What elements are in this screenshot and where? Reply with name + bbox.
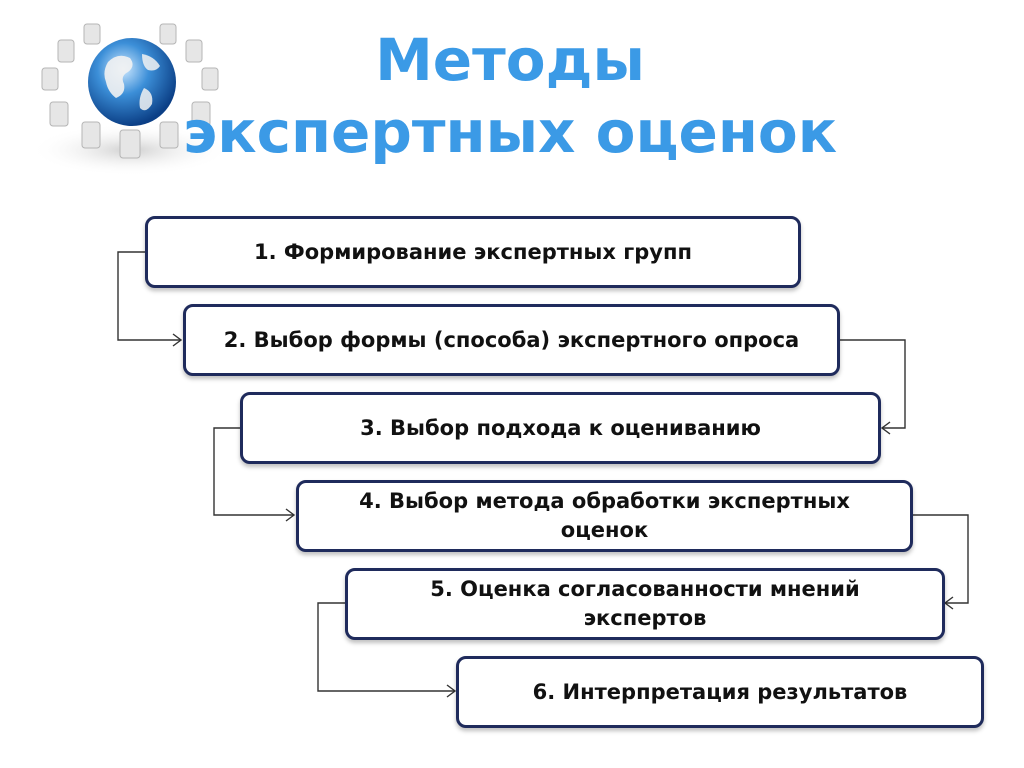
step-box-4: 4. Выбор метода обработки экспертных оце… [296,480,913,552]
title-line-2: экспертных оценок [182,98,838,166]
step-box-5: 5. Оценка согласованности мнений эксперт… [345,568,945,640]
step-label-3: 3. Выбор подхода к оцениванию [360,415,761,440]
connector-1-2-arrowhead [172,333,183,347]
slide-title: Методы экспертных оценок [150,24,870,168]
connector-5-6 [317,602,454,692]
step-label-2: 2. Выбор формы (способа) экспертного опр… [223,327,800,352]
step-label-1: 1. Формирование экспертных групп [254,239,692,264]
title-line-1: Методы [375,26,645,94]
connector-2-3 [840,339,906,429]
connector-1-2 [117,251,180,341]
step-label-4: 4. Выбор метода обработки экспертных оце… [359,489,850,542]
connector-4-5-arrowhead [943,596,954,610]
globe-with-chairs-icon [30,23,230,176]
step-box-2: 2. Выбор формы (способа) экспертного опр… [183,304,840,376]
connector-2-3-arrowhead [880,421,891,435]
step-box-1: 1. Формирование экспертных групп [145,216,801,288]
step-box-6: 6. Интерпретация результатов [456,656,984,728]
step-label-6: 6. Интерпретация результатов [532,679,908,704]
connector-4-5 [911,514,969,604]
connector-3-4-arrowhead [285,508,296,522]
connector-5-6-arrowhead [446,684,457,698]
step-box-3: 3. Выбор подхода к оцениванию [240,392,881,464]
step-label-5: 5. Оценка согласованности мнений эксперт… [430,577,860,630]
connector-3-4 [213,427,293,516]
